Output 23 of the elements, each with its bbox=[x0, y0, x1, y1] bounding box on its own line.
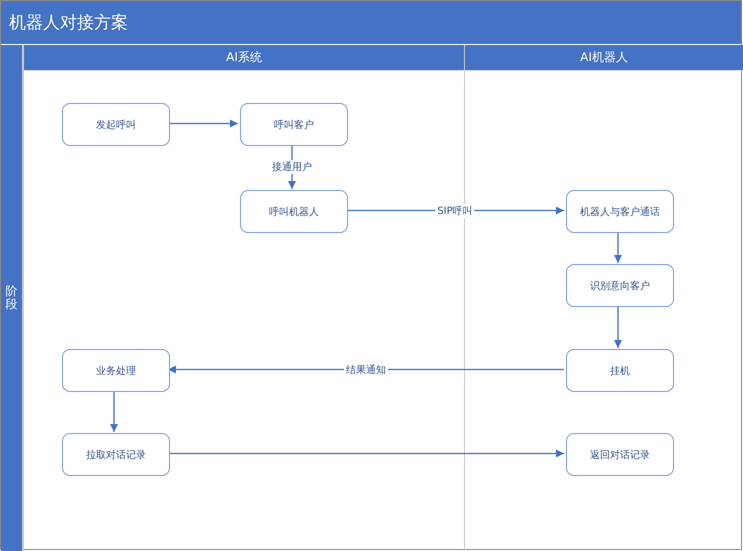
process-box: 呼叫客户 bbox=[240, 103, 348, 146]
arrow bbox=[614, 232, 622, 263]
pool-title: 机器人对接方案 bbox=[1, 1, 741, 44]
process-box: 业务处理 bbox=[62, 349, 170, 392]
process-box: 识别意向客户 bbox=[566, 264, 674, 307]
swimlane bbox=[23, 45, 464, 551]
arrow bbox=[168, 450, 564, 458]
edge-label: 结果通知 bbox=[344, 362, 388, 376]
process-box: 拉取对话记录 bbox=[62, 433, 170, 476]
arrow bbox=[168, 120, 238, 128]
phase-band: 阶段 bbox=[1, 45, 23, 551]
edge-label: 接通用户 bbox=[270, 160, 314, 174]
edge-label: SIP呼叫 bbox=[435, 204, 475, 218]
process-box: 呼叫机器人 bbox=[240, 190, 348, 233]
lane-header: AI机器人 bbox=[465, 45, 743, 71]
arrow bbox=[614, 306, 622, 348]
arrow bbox=[110, 391, 118, 432]
process-box: 发起呼叫 bbox=[62, 103, 170, 146]
swimlane bbox=[464, 45, 743, 551]
process-box: 返回对话记录 bbox=[566, 433, 674, 476]
process-box: 挂机 bbox=[566, 349, 674, 392]
lane-header: AI系统 bbox=[24, 45, 464, 71]
process-box: 机器人与客户通话 bbox=[566, 190, 674, 233]
